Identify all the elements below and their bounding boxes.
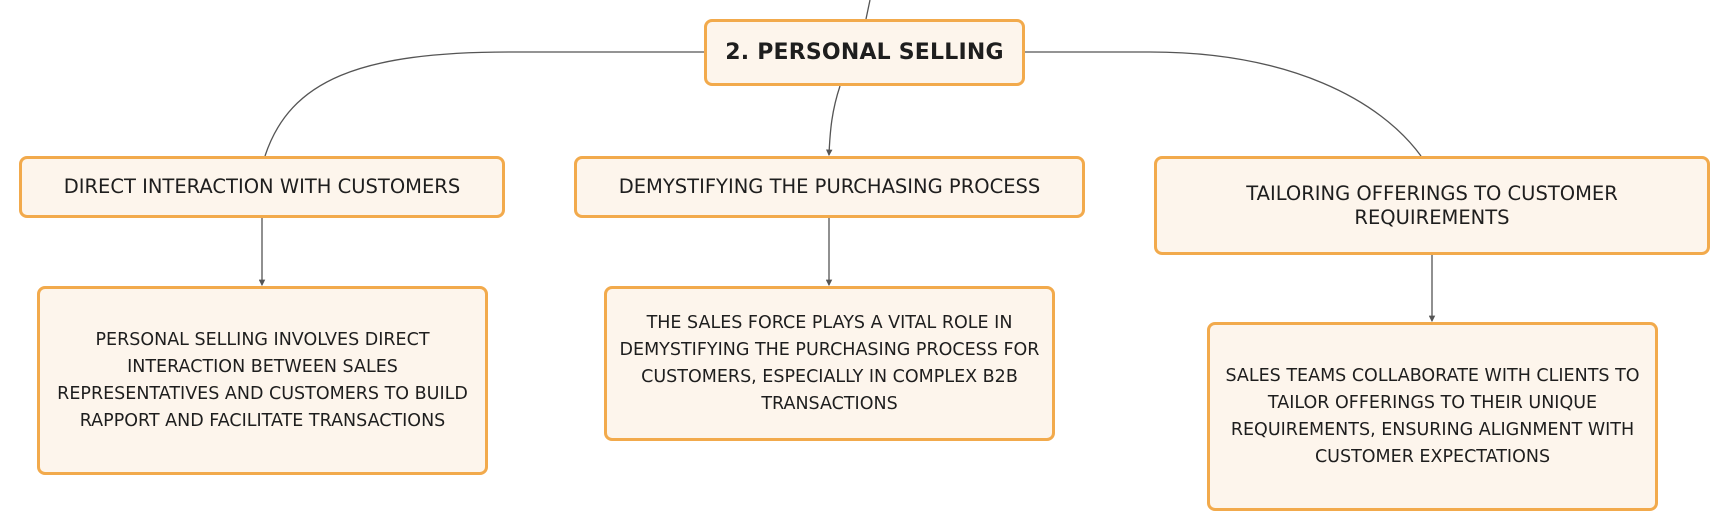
topic-node-label: DIRECT INTERACTION WITH CUSTOMERS — [63, 175, 461, 199]
detail-node-direct-interaction[interactable]: PERSONAL SELLING INVOLVES DIRECT INTERAC… — [37, 286, 488, 475]
topic-node-label: DEMYSTIFYING THE PURCHASING PROCESS — [618, 175, 1041, 199]
topic-node-demystifying-process[interactable]: DEMYSTIFYING THE PURCHASING PROCESS — [574, 156, 1085, 218]
root-node-personal-selling[interactable]: 2. PERSONAL SELLING — [704, 19, 1025, 86]
detail-node-text: THE SALES FORCE PLAYS A VITAL ROLE IN DE… — [619, 312, 1040, 414]
connector-root-to-topic-1 — [264, 51, 704, 157]
connector-root-to-topic-2 — [825, 85, 841, 157]
incoming-connector — [865, 0, 871, 20]
detail-node-text: SALES TEAMS COLLABORATE WITH CLIENTS TO … — [1225, 365, 1640, 467]
detail-node-demystifying-process[interactable]: THE SALES FORCE PLAYS A VITAL ROLE IN DE… — [604, 286, 1055, 441]
topic-node-tailoring-offerings[interactable]: TAILORING OFFERINGS TO CUSTOMER REQUIREM… — [1154, 156, 1710, 255]
topic-node-direct-interaction[interactable]: DIRECT INTERACTION WITH CUSTOMERS — [19, 156, 505, 218]
detail-node-text: PERSONAL SELLING INVOLVES DIRECT INTERAC… — [57, 329, 468, 431]
connector-root-to-topic-3 — [1025, 51, 1422, 157]
root-node-label: 2. PERSONAL SELLING — [725, 40, 1004, 65]
detail-node-tailoring-offerings[interactable]: SALES TEAMS COLLABORATE WITH CLIENTS TO … — [1207, 322, 1658, 511]
topic-node-label: TAILORING OFFERINGS TO CUSTOMER REQUIREM… — [1246, 182, 1618, 229]
